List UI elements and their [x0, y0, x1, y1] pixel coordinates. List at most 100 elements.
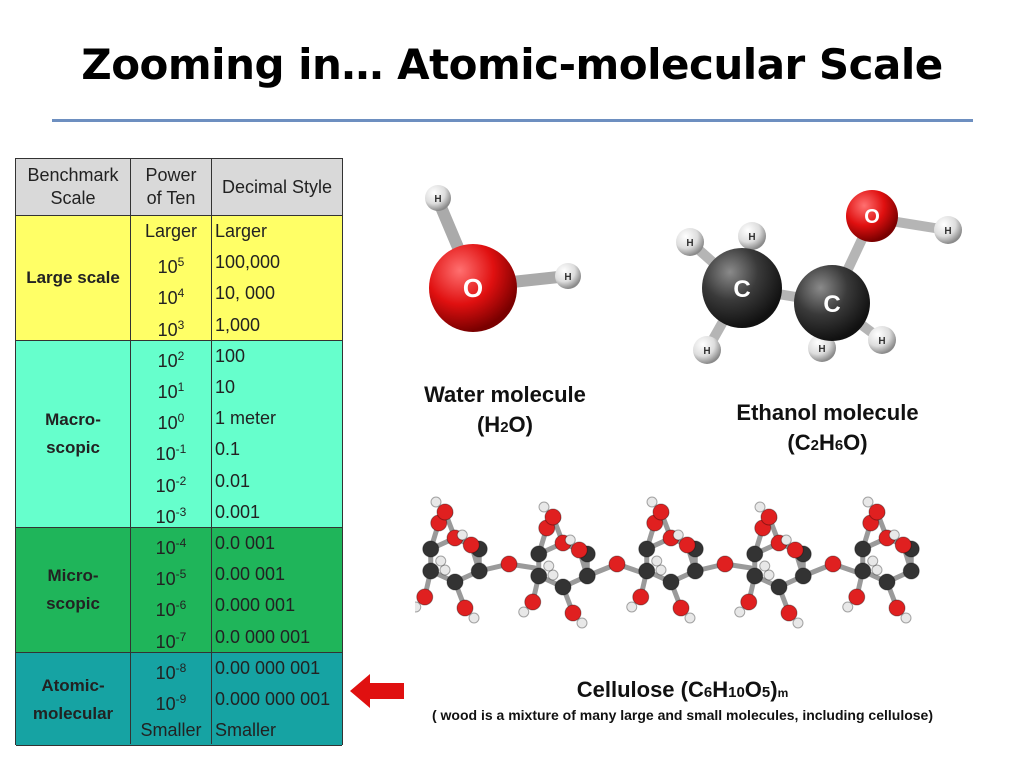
power-of-ten-cell: Larger	[144, 221, 198, 241]
power-of-ten-cell: 10-5	[155, 567, 187, 590]
hydrogen-atom	[868, 326, 896, 354]
hydrogen-atom	[734, 606, 746, 618]
oxygen-atom	[868, 503, 886, 521]
oxygen-atom	[786, 541, 804, 559]
scale-group-label: Large scale	[26, 268, 120, 288]
hydrogen-atom	[655, 564, 667, 576]
decimal-style-cell: 0.0 001	[215, 533, 276, 553]
oxygen-atom	[672, 599, 690, 617]
oxygen-atom	[564, 604, 582, 622]
oxygen-atom	[570, 541, 588, 559]
hydrogen-atom	[468, 612, 480, 624]
decimal-style-cell: 100	[215, 345, 246, 366]
carbon-atom	[470, 562, 488, 580]
carbon-atom	[554, 578, 572, 596]
hydrogen-atom	[684, 612, 696, 624]
ethanol-caption: Ethanol molecule (C2H6O)	[736, 400, 919, 455]
hydrogen-atom	[738, 222, 766, 250]
water-molecule-model: H H O	[425, 185, 581, 332]
hydrogen-atom	[543, 560, 555, 572]
carbon-atom	[530, 567, 548, 585]
hydrogen-atom	[693, 336, 721, 364]
svg-text:H: H	[748, 232, 755, 243]
power-of-ten-cell: 103	[157, 317, 185, 340]
decimal-style-cell: 0.1	[215, 439, 241, 460]
oxygen-atom	[632, 588, 650, 606]
svg-text:H: H	[686, 238, 693, 249]
cellulose-note: ( wood is a mixture of many large and sm…	[431, 707, 933, 723]
power-of-ten-cell: 101	[157, 379, 185, 402]
hydrogen-atom	[763, 569, 775, 581]
carbon-atom	[746, 567, 764, 585]
cellulose-molecule-model	[415, 496, 920, 629]
oxygen-atom	[780, 604, 798, 622]
scale-group-label: Macro-scopic	[45, 410, 101, 458]
carbon-atom	[770, 578, 788, 596]
hydrogen-atom	[934, 216, 962, 244]
hydrogen-atom	[646, 496, 658, 508]
decimal-style-cell: 0.0 000 001	[215, 626, 311, 647]
red-arrow-left-icon	[350, 674, 404, 708]
carbon-atom	[638, 562, 656, 580]
oxygen-atom	[848, 588, 866, 606]
oxygen-atom	[888, 599, 906, 617]
slide-title: Zooming in… Atomic-molecular Scale	[81, 40, 943, 89]
decimal-style-cell: 100,000	[215, 252, 281, 273]
svg-text:H: H	[818, 344, 825, 355]
oxygen-atom	[740, 593, 758, 611]
hydrogen-atom	[900, 612, 912, 624]
hydrogen-atom	[759, 560, 771, 572]
power-of-ten-cell: 10-6	[155, 598, 187, 621]
hydrogen-atom	[842, 601, 854, 613]
decimal-style-cell: 0.00 001	[215, 564, 286, 585]
water-caption: Water molecule (H2O)	[424, 382, 586, 437]
header-decimal-style: Decimal Style	[221, 176, 333, 197]
column-divider	[211, 159, 212, 744]
hydrogen-atom	[871, 564, 883, 576]
hydrogen-atom	[576, 617, 588, 629]
hydrogen-atom	[651, 555, 663, 567]
hydrogen-atom	[888, 529, 900, 541]
decimal-style-cell: 0.01	[215, 470, 251, 491]
carbon-atom	[446, 573, 464, 591]
oxygen-atom	[524, 593, 542, 611]
power-of-ten-cell: 10-7	[155, 629, 187, 652]
atom-label: O	[463, 273, 483, 303]
cellulose-caption: Cellulose (C6H10O5)m	[576, 677, 789, 702]
oxygen-atom	[429, 244, 517, 332]
oxygen-atom	[716, 555, 734, 573]
oxygen-atom	[846, 190, 898, 242]
hydrogen-atom	[862, 496, 874, 508]
carbon-atom	[422, 562, 440, 580]
carbon-atom	[854, 562, 872, 580]
atom-label: H	[434, 194, 441, 205]
power-of-ten-cell: 105	[157, 255, 185, 278]
power-of-ten-cell: Smaller	[140, 720, 202, 741]
hydrogen-atom	[676, 228, 704, 256]
svg-text:H: H	[878, 336, 885, 347]
carbon-atom	[702, 248, 782, 328]
power-of-ten-cell: 10-4	[155, 536, 187, 558]
decimal-style-cell: 0.00 000 001	[215, 657, 321, 678]
hydrogen-atom	[456, 529, 468, 541]
hydrogen-atom	[626, 601, 638, 613]
scale-group-label: Micro-scopic	[46, 566, 100, 614]
column-divider	[130, 159, 131, 744]
carbon-atom	[794, 265, 870, 341]
decimal-style-cell: 1,000	[215, 314, 261, 335]
carbon-atom	[854, 540, 872, 558]
oxygen-atom	[824, 555, 842, 573]
carbon-atom	[686, 562, 704, 580]
power-of-ten-cell: 104	[157, 286, 185, 309]
hydrogen-atom	[547, 569, 559, 581]
hydrogen-atom	[425, 185, 451, 211]
power-of-ten-cell: 10-9	[155, 691, 187, 714]
power-of-ten-cell: 10-3	[155, 504, 187, 527]
svg-text:H: H	[703, 346, 710, 357]
decimal-style-cell: 10	[215, 376, 236, 397]
hydrogen-atom	[780, 534, 792, 546]
